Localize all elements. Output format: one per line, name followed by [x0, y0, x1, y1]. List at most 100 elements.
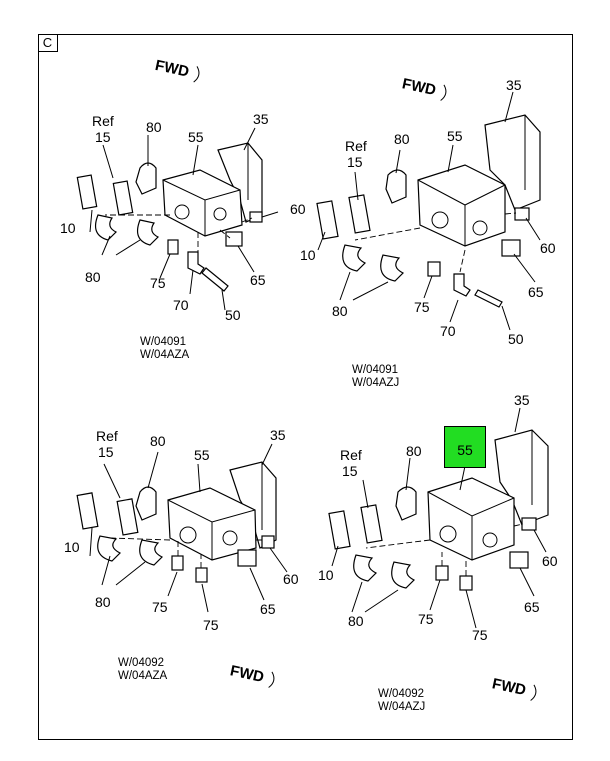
- part-callout: 75: [152, 599, 168, 615]
- highlight-callout-55[interactable]: 55: [444, 426, 486, 468]
- fitting-65: [225, 231, 243, 247]
- hose-15: [112, 180, 134, 216]
- bracket: [484, 114, 541, 211]
- diagram-line: [530, 684, 537, 701]
- valve-body: [427, 477, 515, 561]
- part-callout: W/04AZA: [140, 349, 190, 361]
- diagram-line: [472, 220, 488, 236]
- diagram-line: [439, 525, 457, 543]
- view-1: FWD Ref 15 80 55 35 60 10 80 75: [60, 57, 306, 361]
- part-callout: 55: [194, 447, 210, 463]
- part-callout: 80: [332, 303, 348, 319]
- diagram-line: [427, 491, 515, 560]
- fitting-60: [261, 535, 275, 549]
- diagram-line: [137, 219, 160, 246]
- diagram-line: [380, 254, 405, 282]
- part-callout: 70: [440, 323, 456, 339]
- fitting-75b: [459, 575, 473, 591]
- part-callout: 35: [270, 427, 286, 443]
- fitting-75b: [195, 567, 208, 583]
- diagram-line: [222, 530, 238, 546]
- diagram-line: [354, 212, 517, 273]
- part-callout: 15: [95, 129, 111, 145]
- part-callout: 50: [508, 331, 524, 347]
- fitting-75: [171, 555, 184, 571]
- part-callout: 80: [394, 131, 410, 147]
- fitting-60: [521, 517, 537, 531]
- elbow-fitting: [135, 162, 157, 195]
- fitting-65: [237, 549, 257, 567]
- part-callout: Ref: [92, 113, 114, 129]
- fwd-label: FWD: [154, 57, 191, 81]
- diagram-line: [417, 179, 506, 246]
- diagram-line: [431, 211, 449, 229]
- diagram-line: [365, 523, 524, 576]
- part-callout: 35: [514, 392, 530, 408]
- diagram-line: [109, 537, 264, 568]
- diagram-line: [179, 526, 197, 544]
- hose-15: [360, 504, 383, 544]
- part-callout: 55: [188, 129, 204, 145]
- diagram-line: [89, 443, 288, 613]
- part-callout: 65: [250, 272, 266, 288]
- hose-10: [76, 174, 98, 210]
- fwd-label: FWD: [491, 675, 528, 699]
- fitting-70: [453, 273, 471, 297]
- part-callout: 10: [300, 247, 316, 263]
- fitting-65: [501, 239, 521, 257]
- elbow-fitting: [135, 486, 157, 521]
- fwd-arrow: FWD: [229, 662, 275, 688]
- fwd-arrow: FWD: [154, 57, 200, 83]
- part-callout: 10: [60, 220, 76, 236]
- fwd-label: FWD: [229, 662, 266, 686]
- part-callout: 60: [290, 201, 306, 217]
- diagram-line: [105, 214, 253, 252]
- part-callout: 80: [348, 613, 364, 629]
- hose-10: [328, 510, 351, 550]
- part-callout: Ref: [340, 447, 362, 463]
- part-callout: 60: [540, 240, 556, 256]
- part-callout: 65: [528, 284, 544, 300]
- part-callout: 65: [260, 601, 276, 617]
- part-callout: 70: [173, 297, 189, 313]
- part-callout: 60: [283, 571, 299, 587]
- fwd-label: FWD: [401, 75, 438, 99]
- diagram-line: [167, 499, 256, 560]
- diagram-line: [89, 127, 279, 311]
- elbow-80: [97, 535, 122, 562]
- part-callout: 75: [418, 611, 434, 627]
- fitting-60: [249, 211, 263, 223]
- part-callout: 80: [150, 433, 166, 449]
- hose-15: [348, 194, 371, 234]
- part-callout: 10: [318, 567, 334, 583]
- view-4: Ref 15 80 35 60 10 80 75 75 65 W/04092 W…: [318, 392, 558, 713]
- fitting-75: [427, 261, 441, 277]
- part-callout: Ref: [345, 138, 367, 154]
- part-callout: 15: [347, 154, 363, 170]
- diagram-frame: [38, 34, 573, 740]
- part-callout: 15: [98, 444, 114, 460]
- hose-15: [116, 498, 139, 536]
- diagram-line: [213, 207, 227, 221]
- fitting-75: [167, 239, 179, 255]
- part-callout: 75: [203, 617, 219, 633]
- diagram-line: [193, 66, 200, 83]
- view-3: Ref 15 80 55 35 60 10 80 75 75 65 W/0409…: [64, 427, 299, 688]
- part-callout: W/04AZA: [118, 670, 168, 682]
- hose-10: [316, 200, 339, 240]
- diagram-line: [331, 407, 547, 629]
- diagram-line: [268, 671, 275, 688]
- tube-50: [474, 289, 503, 308]
- elbow-fitting: [385, 169, 407, 204]
- hose-10: [76, 492, 99, 530]
- part-callout: W/04091: [352, 364, 398, 376]
- part-callout: 80: [406, 443, 422, 459]
- part-callout: 15: [342, 463, 358, 479]
- part-callout: W/04AZJ: [378, 701, 425, 713]
- part-callout: 75: [150, 275, 166, 291]
- elbow-80: [342, 244, 367, 272]
- diagram-line: [174, 204, 190, 220]
- part-callout: 55: [447, 128, 463, 144]
- diagram-line: [482, 532, 498, 548]
